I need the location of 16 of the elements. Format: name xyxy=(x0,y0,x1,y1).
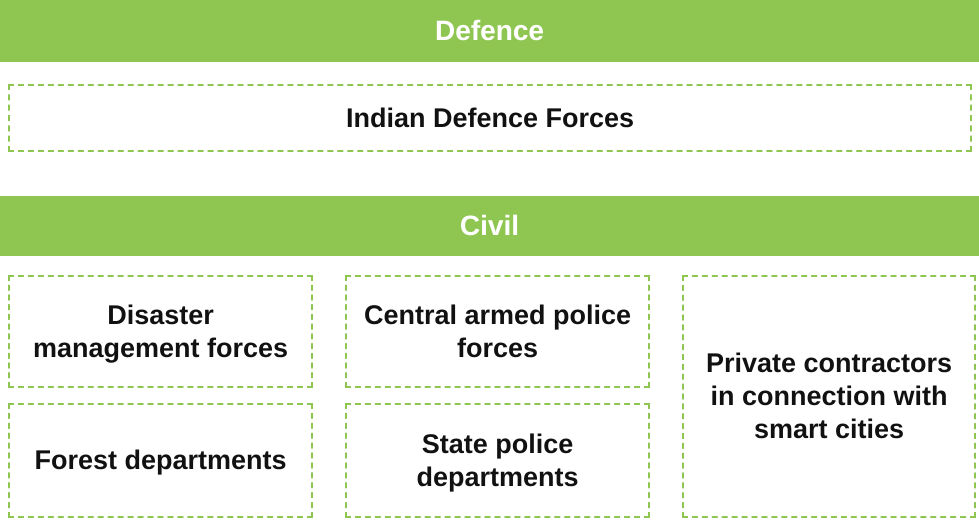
item-box xyxy=(8,84,972,152)
item-box xyxy=(8,275,313,388)
item-label: State police departments xyxy=(415,428,580,494)
item-label: Disaster management forces xyxy=(32,298,290,364)
item-box xyxy=(345,403,650,518)
category-title: Civil xyxy=(460,210,520,242)
item-label: Forest departments xyxy=(34,444,287,477)
item-label: Central armed police forces xyxy=(362,298,632,364)
category-band xyxy=(0,196,979,256)
category-band xyxy=(0,0,979,62)
item-label: Indian Defence Forces xyxy=(346,102,634,134)
category-title: Defence xyxy=(435,15,544,47)
item-box xyxy=(682,275,976,518)
item-label: Private contractors in connection with smart cities xyxy=(704,347,954,446)
item-box xyxy=(8,403,313,518)
item-box xyxy=(345,275,650,388)
